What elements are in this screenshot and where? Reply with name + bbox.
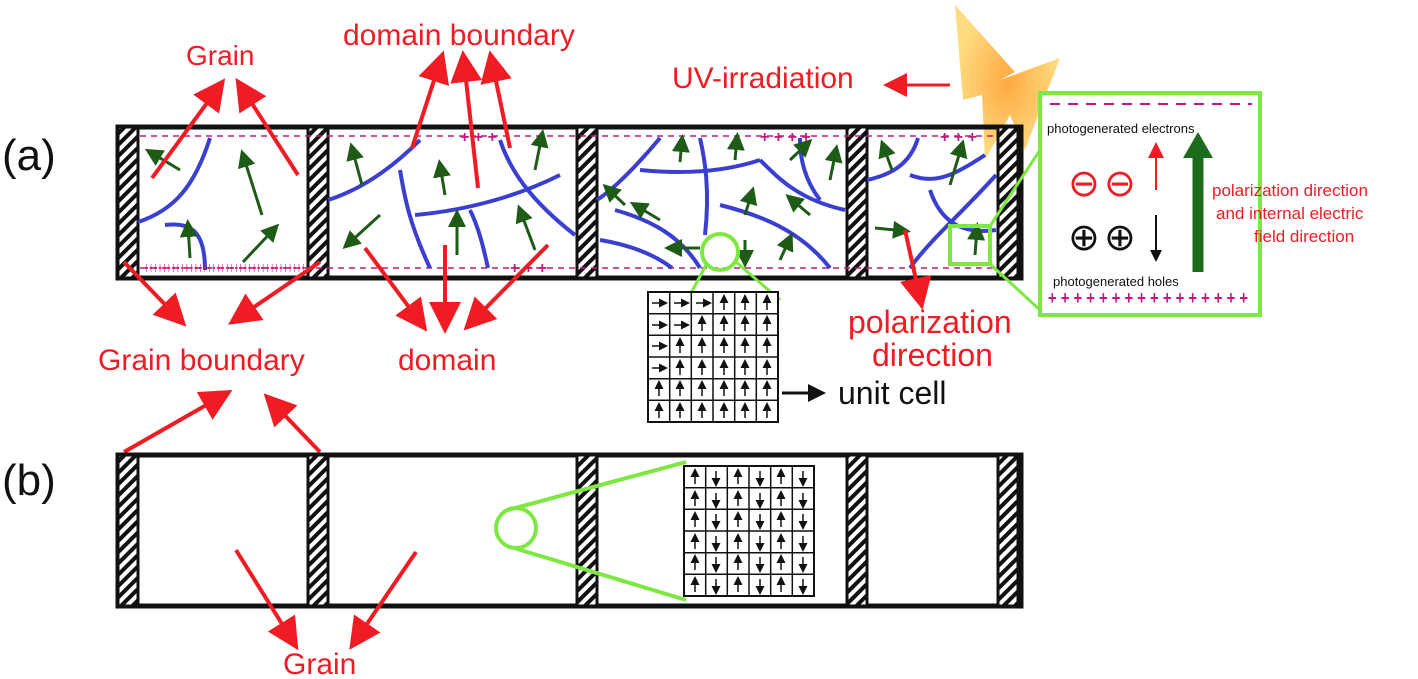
film-outline-b [115,452,1024,609]
field-direction-arrow-head [1183,132,1213,158]
grain-boundary-strip [575,453,599,608]
inset-plus-row: + + + + + + + + + + + + + + + + [1048,288,1248,308]
field-label-1: polarization direction [1212,181,1368,200]
label-grain-boundary: Grain boundary [98,344,305,377]
grain-boundary-strip [575,125,599,280]
field-label-2: and internal electric [1216,204,1364,223]
polarization-direction-arrow [900,229,932,310]
grain-boundary-strip [845,125,869,280]
inset-panel: photogenerated electrons ⊖ ⊖ ⊕ ⊕ photoge… [1038,91,1262,317]
grain-boundary-strip [116,125,140,280]
hole-symbol: ⊕ [1104,217,1136,259]
grain-boundary-arrows [122,260,322,454]
grain-bottom-arrows [234,548,418,651]
domain-arrows [363,243,550,334]
panel-label-a: (a) [2,131,56,180]
grain-boundary-strip [996,453,1020,608]
label-domain: domain [398,344,496,377]
field-label-3: field direction [1254,227,1354,246]
uv-lightning-icon [955,5,1060,160]
panel-a-film: + + + + + + + + + + + + + + + + + + + + … [115,124,1024,281]
plus-charge-row: + + + [940,129,977,146]
unit-cell-grid-a [647,291,779,423]
grain-boundary-strip [996,125,1020,280]
unit-cell-grid-b [683,465,815,597]
electron-symbol: ⊖ [1068,163,1100,205]
domain-boundaries [137,136,998,271]
plus-charge-row: + + + [460,129,497,146]
zoom-line [507,460,687,512]
zoom-line [513,546,687,602]
panel-b-film [115,452,1024,609]
inset-holes-label: photogenerated holes [1053,274,1179,289]
plus-charge-row: + + + + + + + + + + + + + + + + + + + + … [145,260,305,277]
unit-cell-highlight-circle [700,232,740,272]
zoom-line [988,149,1042,227]
inset-electrons-label: photogenerated electrons [1047,121,1195,136]
grain-boundary-strip [116,453,140,608]
label-grain-top: Grain [186,40,254,71]
zoom-line [988,262,1042,312]
grain-top-arrows [150,77,300,180]
hole-symbol: ⊕ [1068,217,1100,259]
domain-boundary-arrows [410,50,512,189]
electron-symbol: ⊖ [1104,163,1136,205]
panel-label-b: (b) [2,456,56,505]
label-polarization-1: polarization [848,304,1012,340]
grain-boundary-strip [845,453,869,608]
label-uv: UV-irradiation [672,62,854,95]
label-polarization-2: direction [872,337,993,373]
inset-source-square [948,224,992,266]
label-domain-boundary: domain boundary [343,19,575,52]
unit-cell-label: unit cell [838,375,947,411]
grain-boundary-strip [306,453,330,608]
label-grain-bottom: Grain [283,648,356,679]
unit-cell-highlight-circle-b [494,506,538,550]
grain-boundary-strip [306,125,330,280]
plus-charge-row: + + + + [760,129,811,146]
